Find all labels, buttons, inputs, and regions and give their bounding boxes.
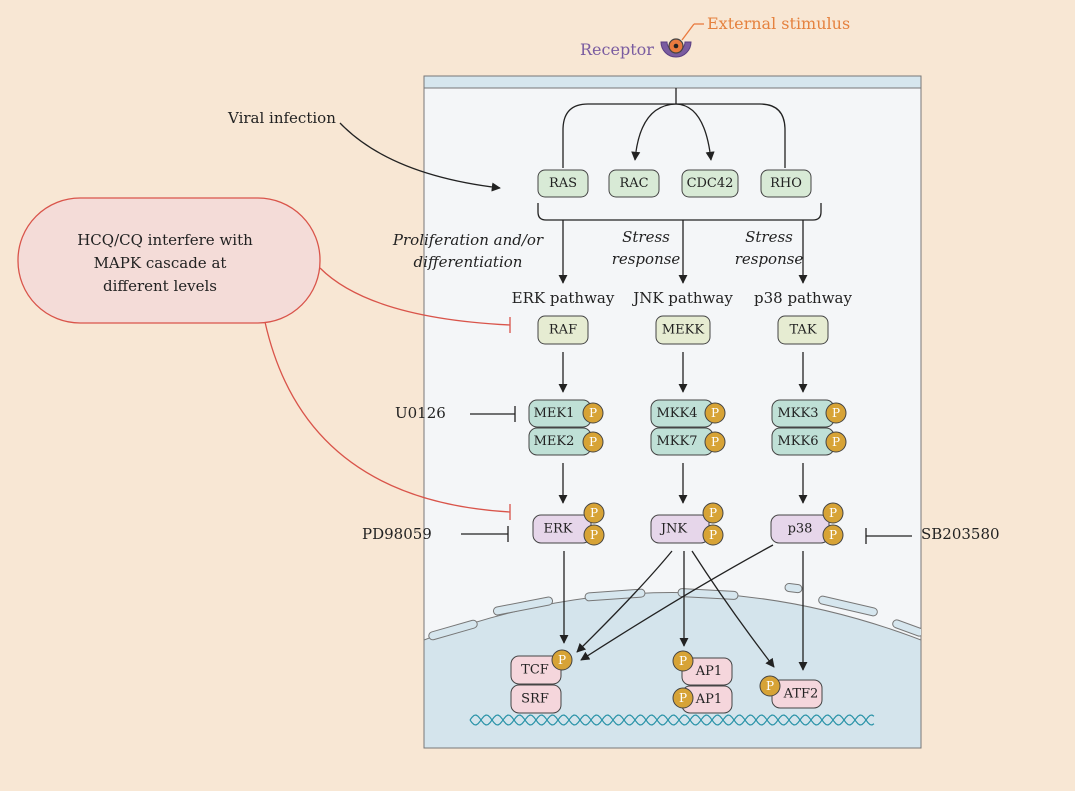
sb203580-inhibition bbox=[865, 528, 912, 544]
svg-text:MAPK cascade at: MAPK cascade at bbox=[94, 254, 227, 272]
svg-text:HCQ/CQ interfere with: HCQ/CQ interfere with bbox=[77, 231, 253, 249]
erk-pathway-title: ERK pathway bbox=[512, 289, 615, 307]
node-p38: p38 P P bbox=[770, 502, 844, 546]
dna-helix bbox=[469, 714, 875, 726]
svg-text:ATF2: ATF2 bbox=[783, 687, 819, 702]
u0126-label: U0126 bbox=[395, 404, 446, 422]
p38-pathway-title: p38 pathway bbox=[754, 289, 852, 307]
node-mkk7: MKK7 P bbox=[650, 427, 726, 456]
svg-text:RAC: RAC bbox=[619, 176, 648, 191]
node-mkk4: MKK4 P bbox=[650, 399, 726, 428]
receptor-icon bbox=[660, 23, 704, 58]
svg-text:P: P bbox=[711, 406, 719, 420]
node-tak: TAK bbox=[777, 315, 829, 345]
svg-text:AP1: AP1 bbox=[695, 692, 722, 707]
external-stimulus-label: External stimulus bbox=[707, 14, 850, 33]
receptor-label: Receptor bbox=[580, 40, 654, 59]
svg-text:P: P bbox=[829, 506, 837, 520]
node-raf: RAF bbox=[537, 315, 589, 345]
map3k-arrows bbox=[558, 352, 808, 393]
svg-text:MEK1: MEK1 bbox=[534, 406, 575, 421]
svg-text:MKK3: MKK3 bbox=[777, 406, 818, 421]
svg-text:P: P bbox=[558, 653, 566, 667]
erk-branch-desc-line1: Proliferation and/or bbox=[392, 231, 544, 249]
viral-infection-label: Viral infection bbox=[227, 109, 336, 127]
node-mkk6: MKK6 P bbox=[771, 427, 847, 456]
receptor-branch-lines bbox=[562, 88, 786, 168]
svg-text:P: P bbox=[679, 691, 687, 705]
svg-text:ERK: ERK bbox=[544, 522, 573, 537]
node-mek1: MEK1 P bbox=[528, 399, 604, 428]
viral-infection-arrow bbox=[339, 122, 501, 192]
gtpase-bracket bbox=[537, 203, 822, 284]
svg-text:P: P bbox=[829, 528, 837, 542]
svg-text:TCF: TCF bbox=[521, 663, 549, 678]
tf-srf: SRF bbox=[510, 684, 562, 714]
nuclear-pores bbox=[428, 583, 921, 641]
tf-ap1-bottom: AP1 P bbox=[672, 685, 733, 714]
node-cdc42: CDC42 bbox=[681, 169, 739, 198]
tf-ap1-top: AP1 P bbox=[672, 650, 733, 686]
pd98059-inhibition bbox=[461, 526, 509, 542]
svg-text:P: P bbox=[832, 406, 840, 420]
svg-text:MKK7: MKK7 bbox=[656, 434, 697, 449]
erk-branch-desc-line2: differentiation bbox=[414, 253, 523, 271]
svg-text:P: P bbox=[709, 528, 717, 542]
tf-atf2: ATF2 P bbox=[759, 675, 823, 709]
svg-text:P: P bbox=[589, 435, 597, 449]
hcq-note: HCQ/CQ interfere with MAPK cascade at di… bbox=[17, 197, 321, 324]
p38-branch-desc-line1: Stress bbox=[745, 228, 793, 246]
svg-text:MKK4: MKK4 bbox=[656, 406, 697, 421]
jnk-branch-desc-line1: Stress bbox=[622, 228, 670, 246]
svg-text:P: P bbox=[590, 506, 598, 520]
svg-text:P: P bbox=[832, 435, 840, 449]
node-mek2: MEK2 P bbox=[528, 427, 604, 456]
node-rac: RAC bbox=[608, 169, 660, 198]
svg-text:CDC42: CDC42 bbox=[687, 176, 734, 191]
node-mkk3: MKK3 P bbox=[771, 399, 847, 428]
node-erk: ERK P P bbox=[532, 502, 605, 546]
svg-text:P: P bbox=[589, 406, 597, 420]
p38-branch-desc-line2: response bbox=[735, 250, 804, 268]
u0126-inhibition bbox=[470, 406, 516, 422]
svg-text:AP1: AP1 bbox=[695, 664, 722, 679]
pd98059-label: PD98059 bbox=[362, 525, 432, 543]
jnk-pathway-title: JNK pathway bbox=[631, 289, 733, 307]
sb203580-label: SB203580 bbox=[921, 525, 1000, 543]
hcq-inhibition-lines bbox=[264, 267, 511, 520]
node-rho: RHO bbox=[760, 169, 812, 198]
gtpase-row: RAS RAC CDC42 RHO bbox=[537, 169, 812, 198]
svg-text:RAF: RAF bbox=[549, 323, 577, 338]
svg-text:p38: p38 bbox=[788, 522, 813, 537]
svg-text:JNK: JNK bbox=[659, 522, 688, 537]
svg-text:RHO: RHO bbox=[770, 176, 802, 191]
svg-text:P: P bbox=[679, 654, 687, 668]
svg-text:P: P bbox=[766, 679, 774, 693]
node-mekk: MEKK bbox=[655, 315, 711, 345]
svg-text:MEK2: MEK2 bbox=[534, 434, 575, 449]
svg-text:SRF: SRF bbox=[521, 692, 549, 707]
cell-membrane bbox=[423, 75, 922, 89]
svg-text:TAK: TAK bbox=[789, 323, 816, 338]
svg-text:P: P bbox=[590, 528, 598, 542]
map2k-arrows bbox=[558, 463, 808, 504]
svg-text:P: P bbox=[709, 506, 717, 520]
node-jnk: JNK P P bbox=[650, 502, 724, 546]
svg-text:P: P bbox=[711, 435, 719, 449]
jnk-branch-desc-line2: response bbox=[612, 250, 681, 268]
node-ras: RAS bbox=[537, 169, 589, 198]
svg-text:MEKK: MEKK bbox=[662, 323, 705, 338]
svg-text:RAS: RAS bbox=[549, 176, 577, 191]
svg-text:different levels: different levels bbox=[103, 277, 217, 295]
tf-tcf: TCF P bbox=[510, 649, 573, 685]
svg-text:MKK6: MKK6 bbox=[777, 434, 818, 449]
mapk-to-tf-arrows bbox=[559, 544, 808, 671]
